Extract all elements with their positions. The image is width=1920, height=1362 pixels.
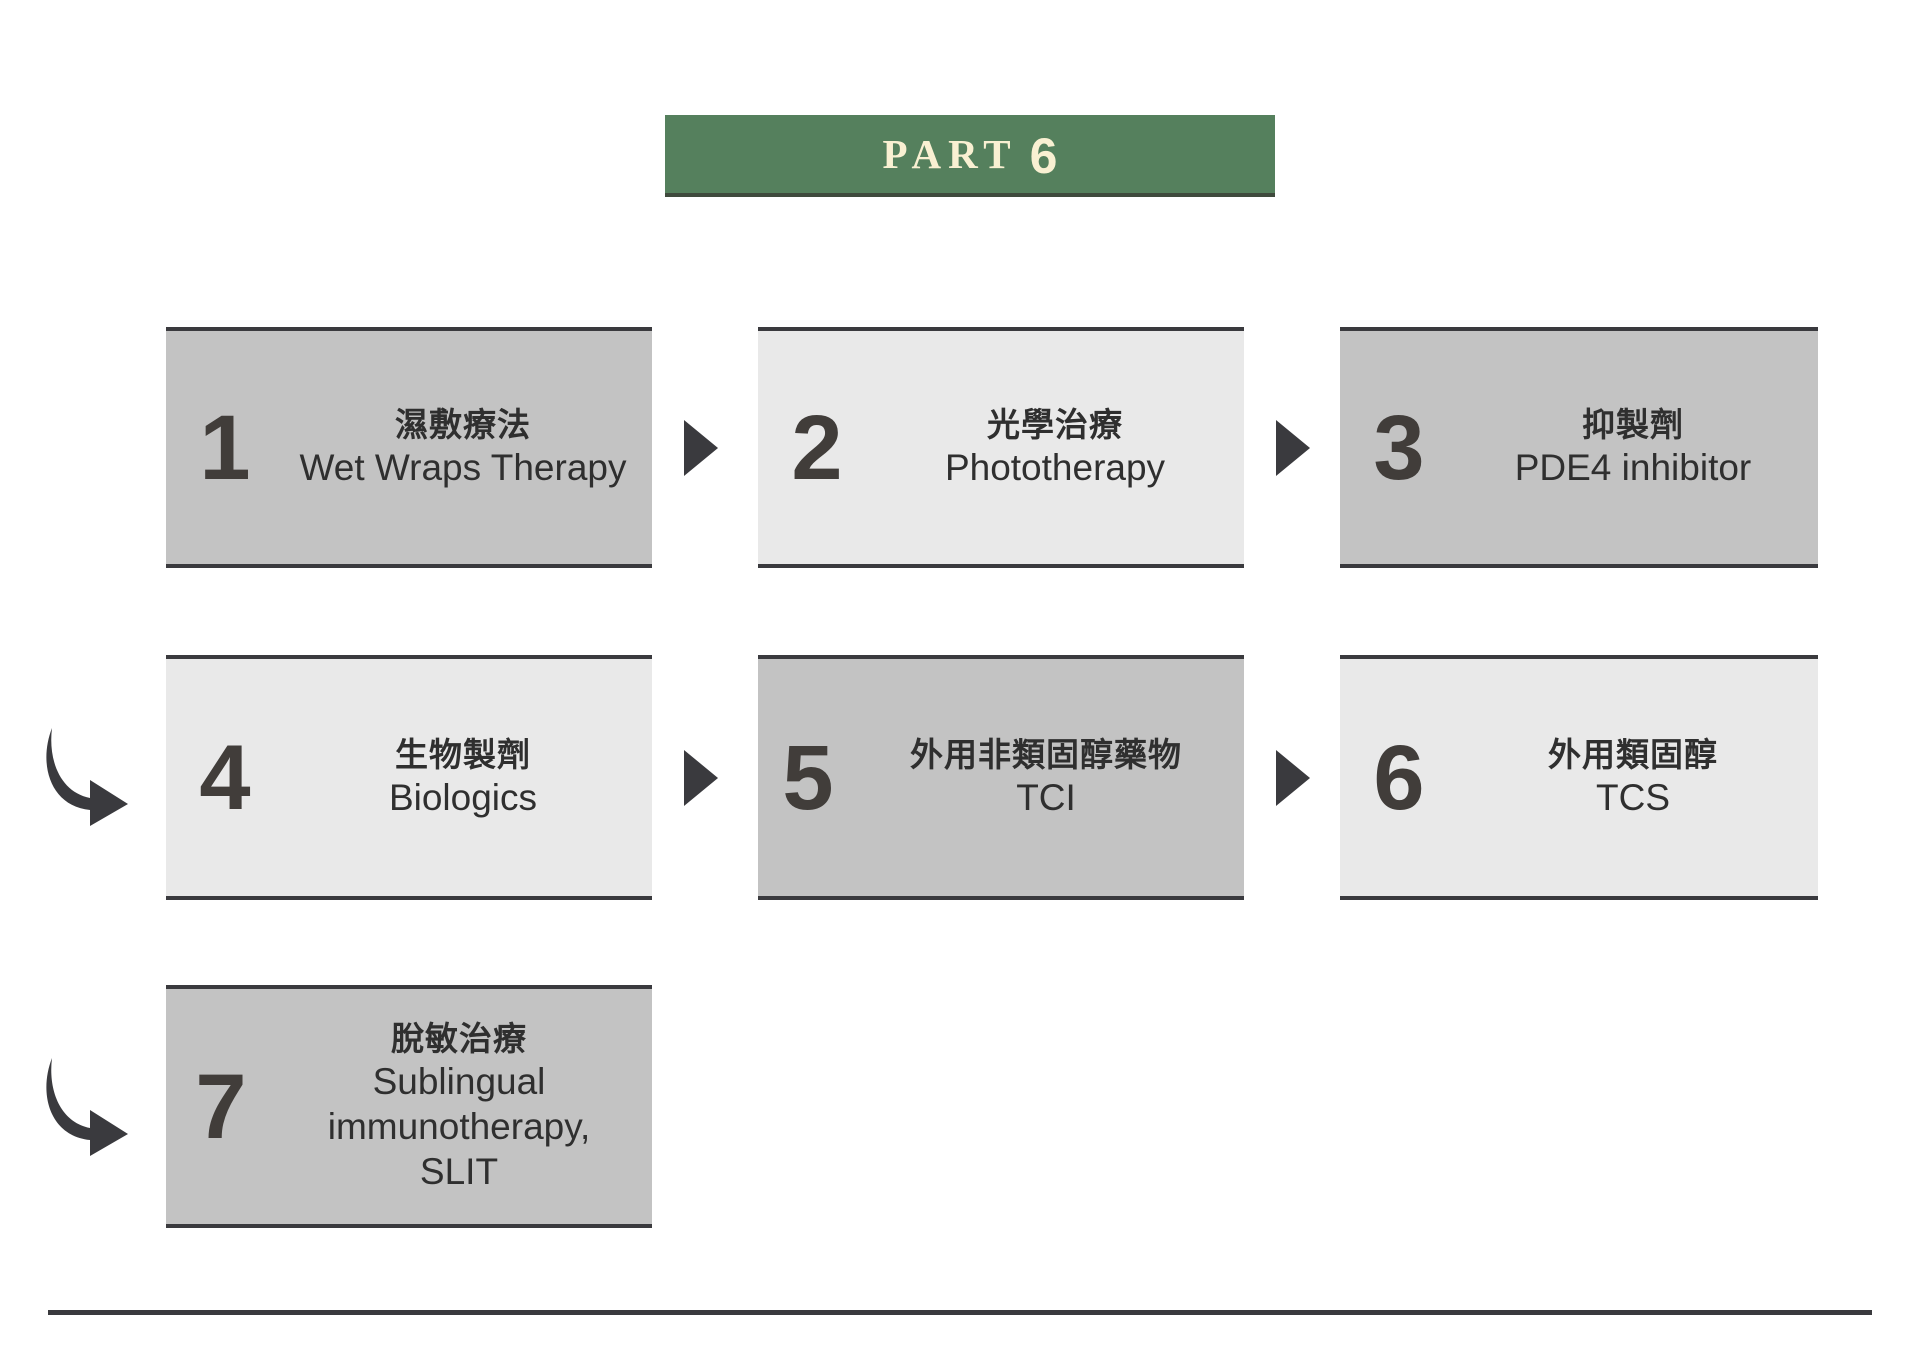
part-label: PART xyxy=(882,130,1018,177)
triangle-right-icon-3 xyxy=(684,750,718,806)
step-zh-5: 外用非類固醇藥物 xyxy=(910,734,1182,774)
part-banner: PART 6 xyxy=(665,115,1275,193)
step-box-4[interactable]: 4 生物製劑 Biologics xyxy=(166,655,652,900)
step-number-2: 2 xyxy=(791,396,843,499)
step-number-6: 6 xyxy=(1373,726,1425,829)
step-zh-4: 生物製劑 xyxy=(395,734,531,774)
step-text-4: 生物製劑 Biologics xyxy=(284,735,652,820)
step-zh-6: 外用類固醇 xyxy=(1548,734,1718,774)
step-zh-2: 光學治療 xyxy=(987,404,1123,444)
footer-divider xyxy=(48,1310,1872,1315)
step-text-7: 脫敏治療 Sublingual immunotherapy, SLIT xyxy=(276,1019,652,1195)
step-en-4: Biologics xyxy=(388,777,538,819)
step-box-5[interactable]: 5 外用非類固醇藥物 TCI xyxy=(758,655,1244,900)
step-en-5: TCI xyxy=(1016,777,1076,819)
step-text-2: 光學治療 Phototherapy xyxy=(876,405,1244,490)
curved-arrow-down-right-icon-1 xyxy=(42,722,132,827)
part-number: 6 xyxy=(1029,128,1058,184)
step-number-7: 7 xyxy=(195,1055,247,1158)
triangle-right-icon-2 xyxy=(1276,420,1310,476)
step-text-3: 抑製劑 PDE4 inhibitor xyxy=(1458,405,1818,490)
step-en-2: Phototherapy xyxy=(944,447,1166,489)
step-box-1[interactable]: 1 濕敷療法 Wet Wraps Therapy xyxy=(166,327,652,568)
step-zh-7: 脫敏治療 xyxy=(391,1018,527,1058)
step-en-7: Sublingual immunotherapy, SLIT xyxy=(327,1060,591,1193)
step-text-1: 濕敷療法 Wet Wraps Therapy xyxy=(284,405,652,490)
step-box-2[interactable]: 2 光學治療 Phototherapy xyxy=(758,327,1244,568)
step-number-5: 5 xyxy=(782,726,834,829)
step-en-1: Wet Wraps Therapy xyxy=(299,447,627,489)
curved-arrow-down-right-icon-2 xyxy=(42,1052,132,1157)
step-number-3: 3 xyxy=(1373,396,1425,499)
step-zh-3: 抑製劑 xyxy=(1582,404,1684,444)
triangle-right-icon-1 xyxy=(684,420,718,476)
step-en-3: PDE4 inhibitor xyxy=(1514,447,1752,489)
step-text-5: 外用非類固醇藥物 TCI xyxy=(858,735,1244,820)
triangle-right-icon-4 xyxy=(1276,750,1310,806)
step-text-6: 外用類固醇 TCS xyxy=(1458,735,1818,820)
step-number-4: 4 xyxy=(199,726,251,829)
step-en-6: TCS xyxy=(1596,777,1670,819)
step-number-1: 1 xyxy=(199,396,251,499)
step-box-6[interactable]: 6 外用類固醇 TCS xyxy=(1340,655,1818,900)
step-zh-1: 濕敷療法 xyxy=(395,404,531,444)
step-box-7[interactable]: 7 脫敏治療 Sublingual immunotherapy, SLIT xyxy=(166,985,652,1228)
step-box-3[interactable]: 3 抑製劑 PDE4 inhibitor xyxy=(1340,327,1818,568)
